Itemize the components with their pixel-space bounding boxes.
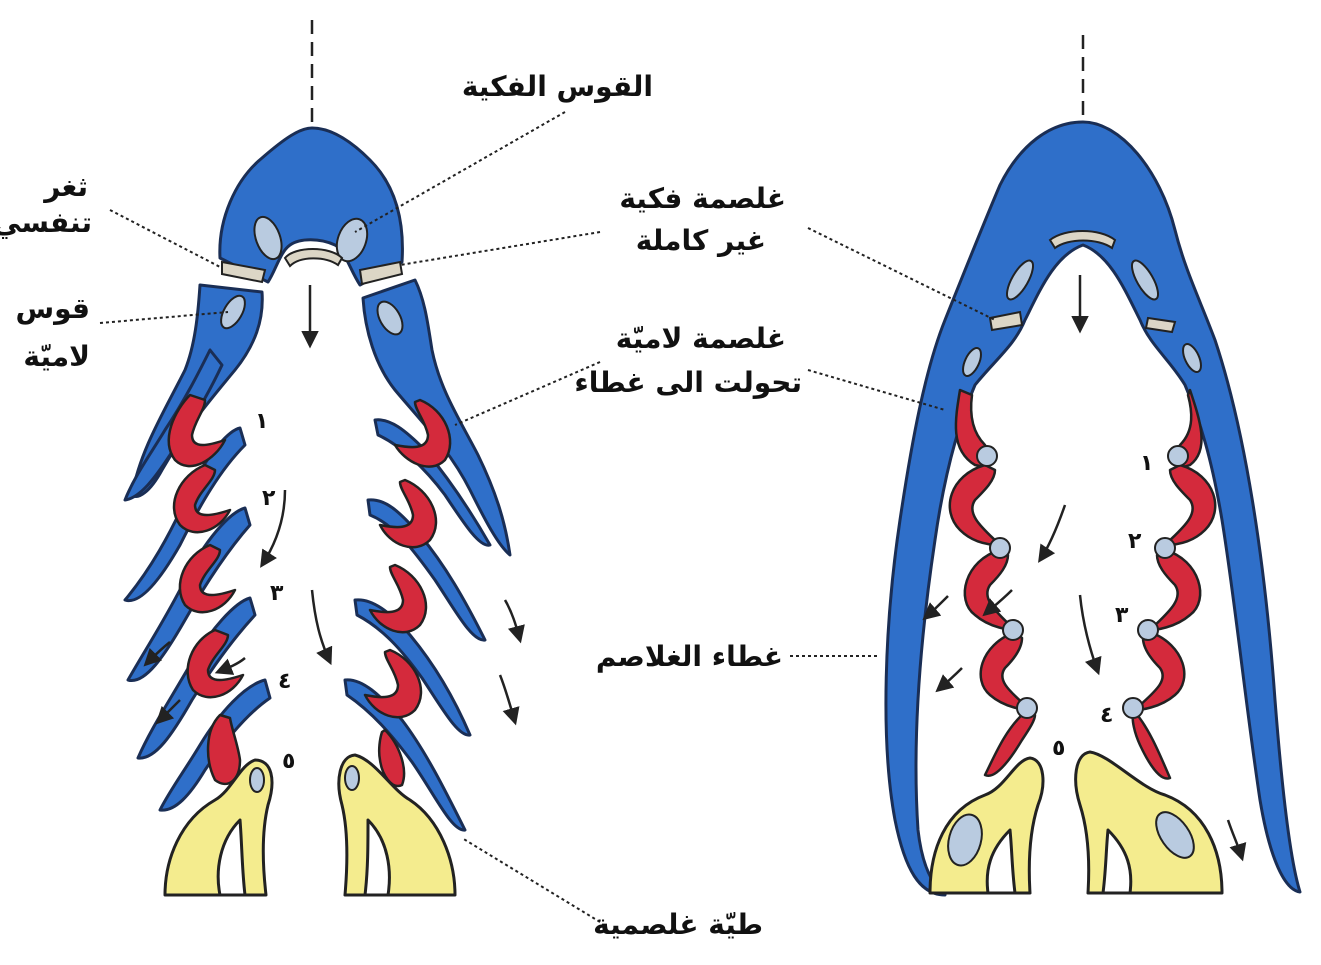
right-num-2: ٢ xyxy=(1128,529,1142,554)
leader-lines xyxy=(99,111,996,923)
right-node-r1 xyxy=(1167,445,1189,467)
right-arrow-center xyxy=(1078,594,1102,676)
left-gill-l4 xyxy=(186,628,245,699)
left-num-5: ٥ xyxy=(282,749,295,774)
right-node-l3 xyxy=(1002,619,1024,641)
right-node-l1 xyxy=(976,445,998,467)
left-gill-r4 xyxy=(363,648,423,719)
left-jaw-cartilage-1 xyxy=(253,215,283,261)
left-spiracle-hatch-l xyxy=(221,260,267,284)
right-operculum xyxy=(884,120,1302,897)
label-spiracle-2: تنفسي xyxy=(0,206,92,239)
left-gill-r2 xyxy=(378,478,438,549)
right-fold-r xyxy=(1074,750,1224,895)
right-gill-l2 xyxy=(963,548,1017,632)
right-node-r2 xyxy=(1154,537,1176,559)
left-arrow-out-r2 xyxy=(498,674,520,726)
right-num-4: ٤ xyxy=(1100,703,1113,728)
leader-spiracle xyxy=(109,209,223,269)
left-gill-r3 xyxy=(368,563,428,634)
label-hyoid-gill-2: تحولت الى غطاء xyxy=(574,366,802,399)
left-gills-right xyxy=(363,398,452,788)
right-gill-l4 xyxy=(983,710,1037,777)
right-spiracle-hatch-r xyxy=(1144,316,1177,334)
right-fold-cart-l xyxy=(947,813,983,867)
label-jaw-arch: القوس الفكية xyxy=(462,70,653,103)
right-jaw-cart-r xyxy=(1131,259,1159,301)
right-node-r3 xyxy=(1137,619,1159,641)
right-gill-r2 xyxy=(1148,548,1202,632)
right-fold-l xyxy=(928,756,1045,895)
right-mouth-hatch xyxy=(1048,230,1117,250)
left-gills-left xyxy=(167,393,245,786)
right-hyoid-cart-l xyxy=(962,347,982,377)
left-num-4: ٤ xyxy=(278,669,291,694)
left-hyoid-cartilage-r xyxy=(376,300,404,336)
left-gill-l2 xyxy=(172,463,232,534)
left-num-1: ١ xyxy=(255,409,268,434)
right-gill-r4 xyxy=(1131,710,1172,780)
right-arrow-2 xyxy=(982,589,1013,617)
label-hyoid-gill-1: غلصمة لاميّة xyxy=(616,322,786,355)
leader-hyoid-gill-left xyxy=(454,361,601,426)
label-operculum: غطاء الغلاصم xyxy=(596,640,783,673)
label-hyoid-arch-2: لاميّة xyxy=(23,340,90,373)
left-fold-r xyxy=(337,753,457,897)
labels: القوس الفكية ثغر تنفسي قوس لاميّة غلصمة … xyxy=(0,70,802,941)
right-node-l4 xyxy=(1016,697,1038,719)
left-arrow-out-r1 xyxy=(503,599,525,644)
right-fold-cart-r xyxy=(1155,811,1195,859)
right-num-1: ١ xyxy=(1140,451,1153,476)
right-hyoid-cart-r xyxy=(1182,343,1202,373)
right-gill-r1 xyxy=(1163,463,1217,547)
label-gill-fold: طيّة غلصمية xyxy=(593,908,763,941)
left-num-3: ٣ xyxy=(270,581,284,606)
right-jaw-cart-l xyxy=(1006,259,1034,301)
leader-gill-fold xyxy=(461,837,601,923)
left-figure: ١ ٢ ٣ ٤ ٥ xyxy=(123,20,525,897)
left-jaw-arch xyxy=(218,126,404,287)
right-arrow-out-l2 xyxy=(935,667,963,693)
left-fold-l xyxy=(163,758,274,897)
leader-jaw-gill-right xyxy=(807,227,996,321)
leader-jaw-arch xyxy=(354,111,566,233)
left-arrow-out-l2 xyxy=(155,699,181,725)
label-hyoid-arch-1: قوس xyxy=(15,292,90,325)
right-arrow-1 xyxy=(1038,504,1067,563)
label-jaw-gill-2: غير كاملة xyxy=(636,224,766,257)
left-gill-l3 xyxy=(178,543,237,614)
left-gill-r1 xyxy=(393,398,452,468)
right-arrow-out-r xyxy=(1226,819,1247,862)
right-node-l2 xyxy=(989,537,1011,559)
left-spiracle-hatch-r xyxy=(358,260,404,286)
left-hyoid-cartilage-l xyxy=(220,294,246,330)
left-num-2: ٢ xyxy=(262,486,276,511)
right-num-5: ٥ xyxy=(1052,736,1065,761)
right-figure: ١ ٢ ٣ ٤ ٥ xyxy=(884,35,1302,897)
left-gill-l1 xyxy=(167,393,227,468)
left-arrow-4 xyxy=(214,657,246,675)
label-jaw-gill-1: غلصمة فكية xyxy=(619,182,786,215)
right-gill-nodes-right xyxy=(1122,445,1189,719)
right-num-3: ٣ xyxy=(1115,603,1129,628)
right-spiracle-hatch-l xyxy=(988,310,1024,332)
left-arrow-2 xyxy=(260,489,287,568)
left-mouth-hatch xyxy=(283,248,344,268)
label-spiracle-1: ثغر xyxy=(42,170,88,203)
right-gill-l1 xyxy=(948,463,1002,547)
left-arrow-center xyxy=(310,589,333,666)
right-gill-r3 xyxy=(1133,630,1186,712)
right-gill-nodes-left xyxy=(976,445,1038,719)
leader-jaw-gill-left xyxy=(399,231,601,266)
left-fold-cart-r xyxy=(344,765,360,791)
right-node-r4 xyxy=(1122,697,1144,719)
left-fold-cart-l xyxy=(249,767,265,793)
right-arrow-out-l1 xyxy=(922,595,949,621)
left-arrow-out-l1 xyxy=(143,641,171,667)
